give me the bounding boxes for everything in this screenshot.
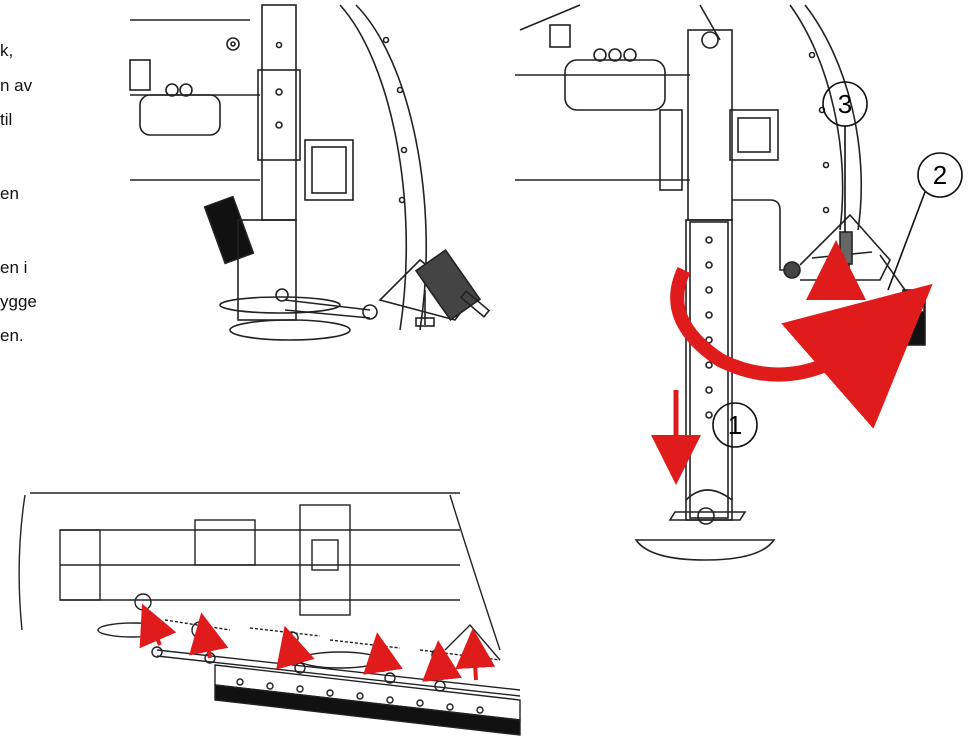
red-lift-arrows — [139, 603, 496, 682]
text-line-3: til — [0, 110, 13, 129]
rotate-arrow — [670, 266, 933, 429]
figure-blade-overview — [18, 492, 521, 736]
callout-1: 1 — [728, 410, 742, 440]
lift-arrow-2 — [189, 612, 229, 659]
text-line-1: k, — [0, 41, 14, 60]
red-arrows-right — [651, 240, 933, 485]
text-line-5: en i — [0, 258, 28, 277]
lift-arrow-3 — [276, 625, 315, 670]
text-line-7: en. — [0, 326, 24, 345]
callout-3: 3 — [838, 89, 852, 119]
lift-arrow-1 — [139, 603, 177, 649]
lift-arrow-4 — [363, 632, 403, 675]
text-line-2: n av — [0, 76, 33, 95]
text-line-6: ygge — [0, 292, 37, 311]
text-line-4: en — [0, 184, 19, 203]
figure-stand-folded — [129, 4, 491, 341]
lift-arrow-6 — [455, 628, 496, 681]
figure-stand-lowering — [515, 4, 963, 561]
lift-arrow-5 — [422, 640, 462, 682]
callout-2: 2 — [933, 160, 947, 190]
